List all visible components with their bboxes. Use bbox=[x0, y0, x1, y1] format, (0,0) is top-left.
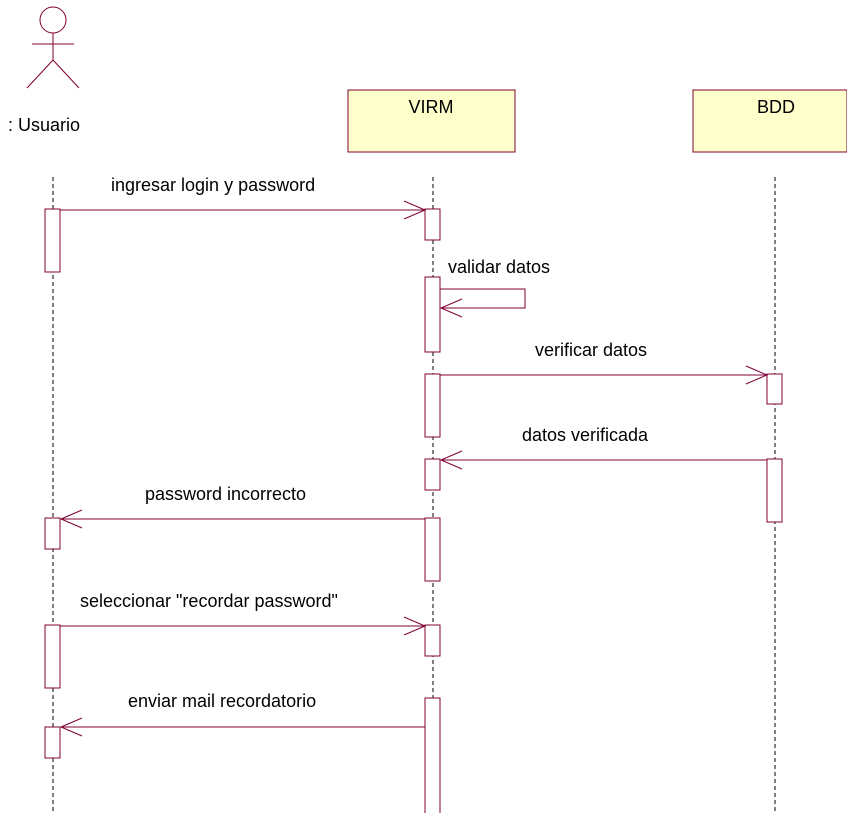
message-verificar-datos: verificar datos bbox=[440, 340, 769, 385]
message-password-incorrecto: password incorrecto bbox=[59, 484, 425, 529]
object-virm-label: VIRM bbox=[409, 97, 454, 117]
actor-head-icon bbox=[39, 6, 67, 34]
actor-usuario: : Usuario bbox=[8, 6, 80, 135]
actor-left-leg bbox=[26, 59, 54, 89]
arrow-head-icon bbox=[439, 450, 463, 470]
message-label: password incorrecto bbox=[145, 484, 306, 504]
object-virm-box bbox=[347, 89, 516, 153]
actor-label: : Usuario bbox=[8, 115, 80, 135]
message-label: verificar datos bbox=[535, 340, 647, 360]
object-virm: VIRM bbox=[347, 89, 516, 153]
arrow-head-icon bbox=[745, 365, 769, 385]
message-label: seleccionar "recordar password" bbox=[80, 591, 338, 611]
activation-bdd-2 bbox=[766, 458, 783, 523]
object-bdd: BDD bbox=[692, 89, 847, 153]
activation-usuario-3 bbox=[44, 624, 61, 689]
message-validar-datos: validar datos bbox=[439, 257, 550, 318]
message-line bbox=[440, 288, 526, 309]
activation-virm-1 bbox=[424, 208, 441, 241]
arrow-head-icon bbox=[439, 298, 463, 318]
message-ingresar-login: ingresar login y password bbox=[60, 175, 427, 220]
arrow-head-icon bbox=[403, 616, 427, 636]
arrow-head-icon bbox=[59, 509, 83, 529]
activation-virm-3 bbox=[424, 373, 441, 438]
message-label: ingresar login y password bbox=[111, 175, 315, 195]
message-datos-verificada: datos verificada bbox=[439, 425, 767, 470]
activation-usuario-1 bbox=[44, 208, 61, 273]
object-bdd-label: BDD bbox=[757, 97, 795, 117]
message-label: validar datos bbox=[448, 257, 550, 277]
message-seleccionar-recordar: seleccionar "recordar password" bbox=[60, 591, 427, 636]
arrow-head-icon bbox=[59, 717, 83, 737]
message-label: datos verificada bbox=[522, 425, 649, 445]
activation-virm-4 bbox=[424, 458, 441, 491]
actor-right-leg bbox=[52, 59, 80, 89]
activation-virm-5 bbox=[424, 517, 441, 582]
activation-virm-6 bbox=[424, 624, 441, 657]
activation-virm-7 bbox=[424, 697, 441, 813]
activation-usuario-2 bbox=[44, 517, 61, 550]
activation-usuario-4 bbox=[44, 726, 61, 759]
message-label: enviar mail recordatorio bbox=[128, 691, 316, 711]
activation-bdd-1 bbox=[766, 373, 783, 405]
arrow-head-icon bbox=[403, 200, 427, 220]
activation-virm-2 bbox=[424, 276, 441, 353]
object-bdd-box bbox=[692, 89, 847, 153]
message-enviar-mail: enviar mail recordatorio bbox=[59, 691, 425, 737]
